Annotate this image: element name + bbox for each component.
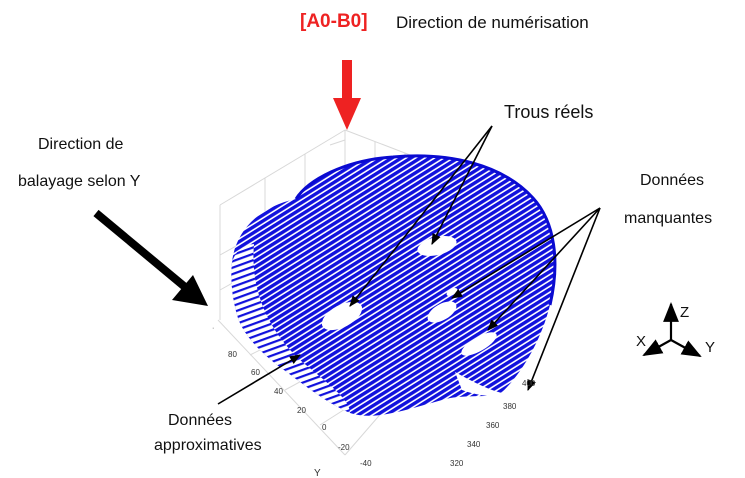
sweep-direction-arrow	[93, 209, 208, 306]
holes	[321, 236, 497, 356]
triad-label-z: Z	[680, 304, 689, 321]
tick-left: 80	[228, 350, 237, 359]
real-hole-left	[321, 301, 363, 331]
missing-label-line2: manquantes	[624, 210, 713, 227]
face-rim	[294, 154, 557, 306]
tick-left: 0	[322, 423, 327, 432]
tick-right: 340	[467, 440, 481, 449]
tick-left: 20	[297, 406, 306, 415]
sweep-label-line2: balayage selon Y	[18, 173, 141, 190]
sweep-label-line1: Direction de	[38, 136, 124, 153]
tick-right: 400	[522, 379, 536, 388]
real-hole-right	[417, 236, 457, 256]
pointer-arrows	[217, 125, 601, 405]
tick-right: 360	[486, 421, 500, 430]
missing-hole-2	[461, 332, 497, 356]
face-body	[231, 155, 555, 416]
tick-left: -40	[360, 459, 372, 468]
y-axis-letter: Y	[314, 468, 321, 478]
tick-right: 320	[450, 459, 464, 468]
scan-direction-arrow	[333, 60, 361, 130]
tick-left: -20	[338, 443, 350, 452]
left-axis-ticks: 80 60 40 20 0 -20 -40	[228, 350, 372, 468]
missing-hole-1	[427, 301, 457, 323]
axis-triad	[642, 302, 702, 357]
tick-left: 40	[274, 387, 283, 396]
missing-label-line1: Données	[640, 172, 705, 189]
scan-code-label: [A0-B0]	[300, 11, 368, 32]
real-holes-label: Trous réels	[504, 102, 594, 122]
triad-label-x: X	[636, 333, 646, 350]
tick-left: 60	[251, 368, 260, 377]
approx-label-line2: approximatives	[154, 437, 262, 454]
chin-strips	[231, 244, 350, 413]
triad-label-y: Y	[705, 339, 715, 356]
approx-label-line1: Données	[168, 412, 233, 429]
face-scan-surface	[231, 154, 557, 416]
tick-right: 380	[503, 402, 517, 411]
missing-region-lower	[455, 372, 515, 397]
tick-top-left: ·	[212, 325, 214, 332]
scan-direction-label: Direction de numérisation	[396, 13, 589, 32]
right-axis-ticks: 400 380 360 340 320	[450, 379, 536, 468]
